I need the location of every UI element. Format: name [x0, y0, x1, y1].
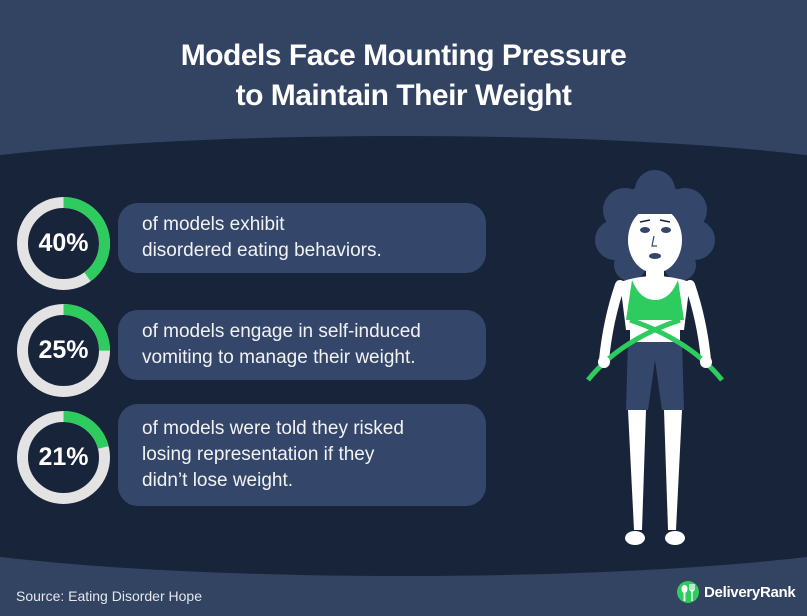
- stat-card: of models were told they risked losing r…: [118, 404, 486, 506]
- title-line-2: to Maintain Their Weight: [235, 79, 572, 112]
- stat-text-line: of models engage in self-induced: [142, 321, 421, 342]
- stat-card: of models engage in self-induced vomitin…: [118, 310, 486, 380]
- progress-ring: 21%: [16, 410, 111, 505]
- stat-text-line: of models were told they risked: [142, 418, 404, 439]
- fork-spoon-icon: [677, 581, 699, 603]
- stat-text-line: didn’t lose weight.: [142, 470, 294, 491]
- stat-percent: 40%: [38, 229, 89, 257]
- stat-card: of models exhibit disordered eating beha…: [118, 203, 486, 273]
- stat-text-line: of models exhibit: [142, 214, 285, 235]
- title-line-1: Models Face Mounting Pressure: [180, 39, 627, 72]
- stat-item-2: 25% of models engage in self-induced vom…: [16, 303, 486, 398]
- brand-name: DeliveryRank: [704, 583, 796, 601]
- stat-percent: 25%: [38, 336, 89, 364]
- stat-item-3: 21% of models were told they risked losi…: [16, 404, 486, 508]
- brand-logo: DeliveryRank: [676, 580, 796, 604]
- progress-ring: 25%: [16, 303, 111, 398]
- stat-text-line: disordered eating behaviors.: [142, 240, 382, 261]
- stat-text-line: vomiting to manage their weight.: [142, 347, 416, 368]
- source-credit: Source: Eating Disorder Hope: [16, 588, 202, 604]
- page-title: Models Face Mounting Pressure to Maintai…: [0, 36, 807, 116]
- model-illustration: [580, 170, 730, 560]
- stat-item-1: 40% of models exhibit disordered eating …: [16, 196, 486, 291]
- progress-ring: 40%: [16, 196, 111, 291]
- stat-text-line: losing representation if they: [142, 444, 375, 465]
- stat-percent: 21%: [38, 443, 89, 471]
